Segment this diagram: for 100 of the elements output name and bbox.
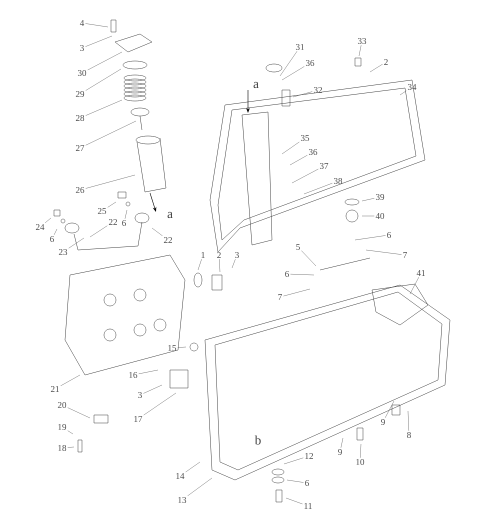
leader-line bbox=[87, 52, 122, 70]
callout-number: 2 bbox=[384, 59, 388, 65]
leader-line bbox=[282, 66, 305, 80]
callout-number: 23 bbox=[58, 249, 68, 256]
letter-label: a bbox=[254, 82, 259, 88]
leader-line bbox=[290, 155, 308, 166]
callout-number: 7 bbox=[403, 252, 407, 258]
leader-line bbox=[358, 45, 362, 56]
leader-line bbox=[90, 226, 108, 238]
callout-number: 5 bbox=[296, 244, 300, 250]
leader-line bbox=[85, 23, 108, 28]
callout-number: 28 bbox=[76, 114, 84, 122]
leader-line bbox=[54, 228, 58, 235]
leader-line bbox=[85, 36, 112, 47]
leader-line bbox=[354, 235, 386, 240]
callout-number: 29 bbox=[76, 91, 84, 98]
callout-number: 8 bbox=[407, 432, 411, 438]
callout-number: 40 bbox=[376, 212, 384, 220]
callout-number: 19 bbox=[58, 424, 66, 430]
letter-label: a bbox=[168, 212, 173, 218]
callout-number: 6 bbox=[285, 271, 289, 278]
leader-line bbox=[301, 250, 316, 266]
callout-number: 6 bbox=[387, 232, 391, 238]
leader-line bbox=[85, 100, 122, 116]
leader-line bbox=[187, 478, 212, 496]
leader-line bbox=[85, 120, 136, 146]
callout-number: 3 bbox=[80, 45, 84, 52]
callout-number: 33 bbox=[358, 38, 366, 44]
leader-line bbox=[138, 370, 158, 374]
callout-number: 25 bbox=[98, 208, 106, 214]
leader-line bbox=[85, 174, 136, 189]
leader-line bbox=[67, 430, 74, 434]
leader-line bbox=[304, 182, 333, 194]
leader-line bbox=[68, 238, 84, 248]
leader-line bbox=[282, 142, 300, 154]
callout-number: 6 bbox=[50, 236, 54, 242]
callout-number: 36 bbox=[306, 60, 314, 66]
leader-line bbox=[410, 276, 420, 294]
callout-number: 27 bbox=[76, 145, 84, 151]
callout-number: 20 bbox=[58, 402, 66, 408]
leader-line bbox=[219, 258, 220, 272]
callout-number: 22 bbox=[164, 237, 172, 243]
callout-number: 4 bbox=[80, 20, 84, 26]
leader-line bbox=[385, 400, 394, 418]
callout-number: 9 bbox=[381, 418, 385, 426]
callout-number: 38 bbox=[334, 178, 342, 184]
leader-line bbox=[85, 68, 122, 91]
callout-number: 15 bbox=[168, 345, 176, 351]
leader-line bbox=[67, 446, 74, 448]
callout-number: 3 bbox=[235, 252, 239, 258]
leader-line bbox=[284, 458, 304, 464]
leader-line bbox=[67, 407, 90, 418]
leader-line bbox=[400, 90, 407, 96]
callout-number: 41 bbox=[416, 270, 425, 276]
callout-number: 36 bbox=[308, 149, 318, 156]
callout-number: 30 bbox=[78, 70, 86, 76]
leader-line bbox=[143, 384, 162, 394]
leader-line bbox=[152, 228, 163, 236]
callout-number: 32 bbox=[314, 87, 322, 94]
leader-line bbox=[185, 462, 200, 472]
callout-number: 2 bbox=[217, 252, 221, 258]
leader-line bbox=[232, 259, 236, 268]
callout-number: 37 bbox=[320, 163, 328, 170]
callout-number: 18 bbox=[58, 444, 66, 452]
callout-number: 12 bbox=[305, 453, 313, 459]
leader-line bbox=[360, 444, 362, 458]
callout-number: 31 bbox=[296, 44, 304, 50]
callout-number: 14 bbox=[176, 473, 184, 479]
leader-line bbox=[286, 480, 304, 483]
leader-line bbox=[44, 218, 52, 224]
letter-label: b bbox=[254, 435, 261, 445]
callout-number: 22 bbox=[108, 219, 117, 225]
leader-line bbox=[370, 64, 383, 72]
leader-line bbox=[198, 258, 202, 270]
leader-line bbox=[292, 168, 319, 184]
callout-number: 6 bbox=[305, 480, 309, 486]
leader-line bbox=[292, 91, 313, 98]
callout-number: 24 bbox=[36, 224, 44, 230]
leader-line bbox=[283, 288, 310, 296]
leader-line bbox=[124, 210, 128, 219]
leader-line bbox=[143, 392, 176, 416]
callout-number: 34 bbox=[408, 84, 416, 90]
leader-line bbox=[340, 438, 344, 448]
callout-number: 16 bbox=[129, 372, 138, 378]
callout-number: 17 bbox=[134, 416, 142, 422]
leader-line bbox=[366, 250, 402, 255]
leader-line bbox=[362, 198, 375, 202]
callout-number: 3 bbox=[138, 392, 142, 398]
callout-number: 9 bbox=[338, 448, 342, 456]
leader-line bbox=[280, 51, 298, 76]
leader-line bbox=[290, 274, 314, 276]
leader-line bbox=[408, 410, 410, 431]
callout-number: 13 bbox=[178, 496, 186, 504]
callout-number: 35 bbox=[300, 135, 310, 142]
leader-line bbox=[60, 374, 80, 386]
callout-number: 7 bbox=[278, 294, 282, 300]
callout-number: 21 bbox=[50, 386, 59, 392]
leader-line bbox=[286, 498, 303, 504]
callout-number: 26 bbox=[76, 187, 84, 194]
callout-number: 1 bbox=[202, 252, 205, 258]
